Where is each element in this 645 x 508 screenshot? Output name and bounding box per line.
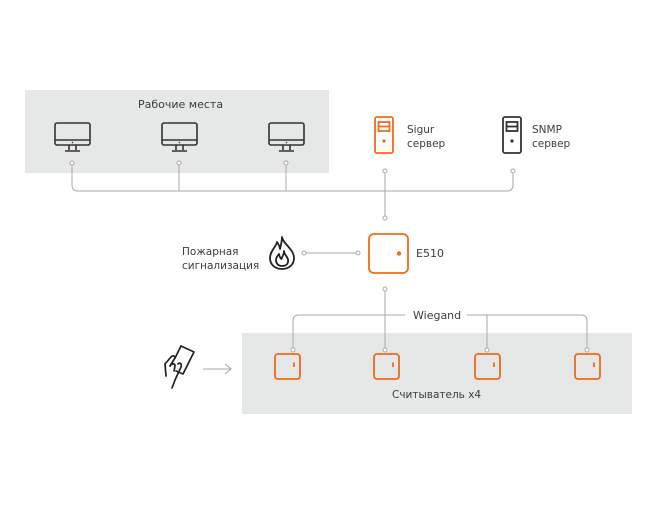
- monitor-icon: [54, 122, 91, 152]
- snmp-server-type: сервер: [532, 138, 571, 150]
- node-dot: [382, 215, 388, 221]
- snmp-server-name: SNMP: [532, 124, 562, 136]
- sigur-server-icon: [374, 116, 394, 154]
- reader-icon: [574, 353, 601, 380]
- wiegand-label: Wiegand: [413, 309, 462, 322]
- node-dot: [69, 160, 75, 166]
- reader-icon: [474, 353, 501, 380]
- monitor-icon: [268, 122, 305, 152]
- flame-icon: [269, 236, 295, 270]
- node-dot: [510, 168, 516, 174]
- readers-panel: [242, 333, 632, 414]
- node-dot: [283, 160, 289, 166]
- controller-label: E510: [416, 247, 444, 260]
- node-dot: [584, 347, 590, 353]
- arrow-right-icon: [203, 363, 232, 375]
- wiegand-bus-left: [292, 314, 405, 350]
- node-dot: [382, 347, 388, 353]
- reader-icon: [373, 353, 400, 380]
- fire-alarm-line1: Пожарная: [182, 246, 239, 258]
- node-dot: [484, 347, 490, 353]
- sigur-server-type: сервер: [407, 138, 446, 150]
- snmp-server-icon: [502, 116, 522, 154]
- workstations-title: Рабочие места: [138, 98, 224, 111]
- sigur-server-label: Sigur сервер: [407, 123, 445, 151]
- monitor-icon: [161, 122, 198, 152]
- readers-label: Считыватель x4: [392, 389, 482, 401]
- snmp-server-label: SNMP сервер: [532, 123, 570, 151]
- node-dot: [290, 347, 296, 353]
- wiegand-bus-right: [467, 314, 588, 350]
- node-dot: [176, 160, 182, 166]
- workstations-panel: [25, 90, 329, 173]
- node-dot: [382, 286, 388, 292]
- node-dot: [301, 250, 307, 256]
- hand-card-icon: [164, 345, 195, 389]
- fire-alarm-label: Пожарная сигнализация: [182, 245, 259, 273]
- fire-alarm-line2: сигнализация: [182, 260, 260, 272]
- controller-icon: [368, 233, 409, 274]
- node-dot: [355, 250, 361, 256]
- workstation-bus-line: [71, 163, 514, 192]
- sigur-server-name: Sigur: [407, 124, 435, 136]
- reader-icon: [274, 353, 301, 380]
- node-dot: [382, 168, 388, 174]
